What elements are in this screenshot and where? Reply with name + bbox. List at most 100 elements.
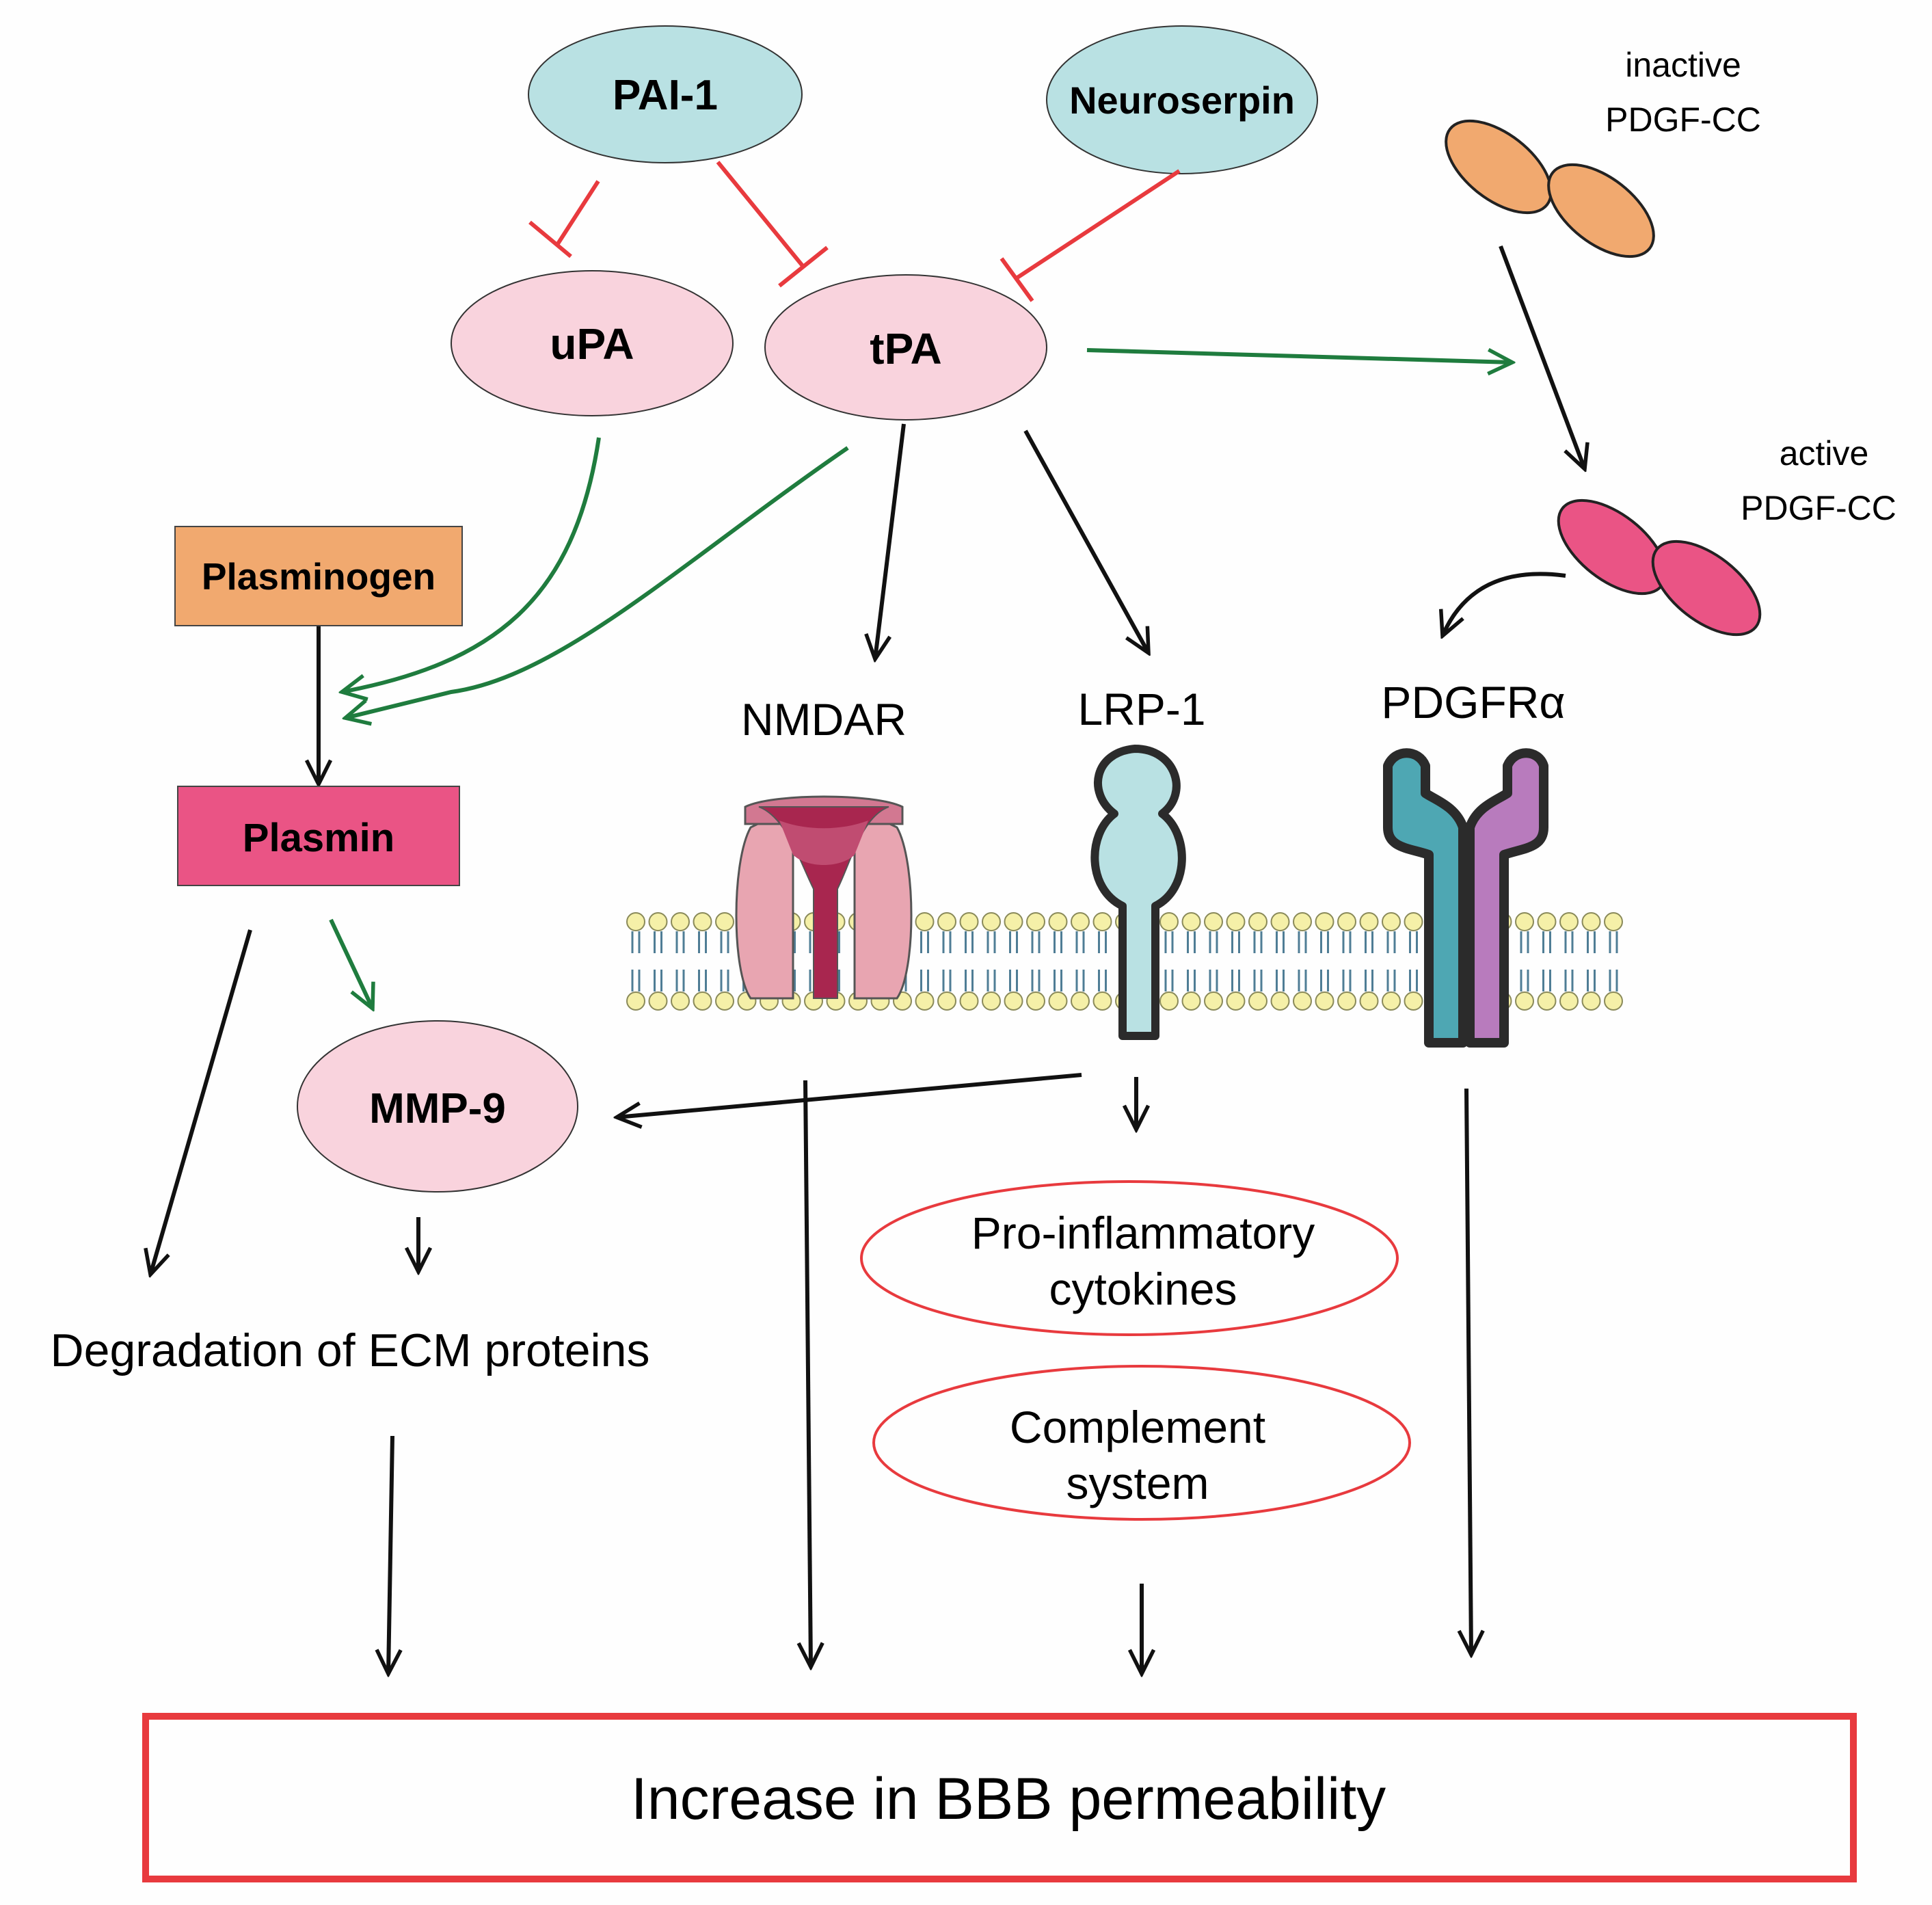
lipid-tail	[1009, 931, 1018, 991]
lipid-head	[1071, 912, 1090, 931]
lipid-head	[648, 991, 668, 1011]
pathway-arrows-bottom	[150, 929, 1471, 1674]
lipid-head	[1181, 991, 1201, 1011]
inactive-to-active-pdgf	[1499, 245, 1585, 469]
lipid-head	[1315, 912, 1334, 931]
complement-label-2: system	[1066, 1458, 1209, 1508]
lipid-head	[1404, 912, 1423, 931]
inactive-pdgf-label-2: PDGF-CC	[1605, 101, 1761, 139]
lipid-head	[1004, 912, 1023, 931]
lipid-head	[1026, 991, 1045, 1011]
lipid-tail	[1564, 931, 1574, 991]
lipid-tail	[698, 931, 707, 991]
lipid-head	[1204, 912, 1223, 931]
lipid-head	[1604, 912, 1623, 931]
lipid-head	[715, 991, 734, 1011]
cytokines-label-2: cytokines	[1049, 1264, 1237, 1314]
lipid-head	[1270, 912, 1290, 931]
tpa-to-lrp1	[1023, 429, 1149, 653]
lipid-head	[937, 991, 956, 1011]
tpa-label: tPA	[870, 324, 941, 373]
lipid-head	[671, 912, 690, 931]
neuroserpin-inhibits-tpa	[1014, 169, 1181, 281]
lrp1-label: LRP-1	[1077, 684, 1205, 734]
lipid-tail	[1609, 931, 1618, 991]
lipid-tail	[631, 931, 641, 991]
cytokines-node: Pro-inflammatory cytokines	[860, 1180, 1399, 1336]
lipid-tail	[965, 931, 974, 991]
inactive-pdgf-label-1: inactive	[1625, 46, 1741, 84]
lipid-head	[937, 912, 956, 931]
lipid-tail	[987, 931, 996, 991]
lipid-head	[959, 991, 979, 1011]
lipid-tail	[1365, 931, 1373, 991]
lipid-head	[715, 912, 734, 931]
plasminogen-box: Plasminogen	[174, 526, 463, 626]
lipid-head	[1293, 991, 1312, 1011]
lipid-head	[1581, 912, 1601, 931]
lipid-head	[1270, 991, 1290, 1011]
neuroserpin-label: Neuroserpin	[1069, 79, 1295, 122]
nmdar-to-bbb	[805, 1080, 811, 1667]
pai1-node: PAI-1	[528, 25, 803, 163]
lipid-head	[671, 991, 690, 1011]
lipid-tail	[942, 931, 952, 991]
lipid-head	[1515, 912, 1534, 931]
pai1-label: PAI-1	[613, 72, 718, 119]
lipid-head	[1315, 991, 1334, 1011]
ecm-degradation-label: Degradation of ECM proteins	[51, 1324, 650, 1376]
lipid-tail	[1231, 931, 1240, 991]
lipid-tail	[675, 931, 685, 991]
lipid-tail	[1320, 931, 1329, 991]
lipid-tail	[1520, 931, 1529, 991]
inhibition-lines	[528, 161, 1181, 302]
lipid-head	[1537, 912, 1557, 931]
complement-node: Complement system	[872, 1365, 1411, 1521]
tpa-to-plasmin	[345, 446, 849, 718]
plasmin-to-ecm	[150, 929, 252, 1275]
nmdar-label: NMDAR	[741, 694, 907, 745]
lipid-tail	[1098, 931, 1107, 991]
lipid-tail	[720, 931, 729, 991]
plasmin-label: Plasmin	[243, 816, 394, 860]
lipid-tail	[1587, 931, 1596, 991]
lipid-head	[1004, 991, 1023, 1011]
lipid-head	[1293, 912, 1312, 931]
plasmin-to-mmp9	[329, 918, 373, 1009]
mmp9-label: MMP-9	[369, 1085, 506, 1132]
lipid-head	[1226, 991, 1246, 1011]
lipid-tail	[1164, 931, 1174, 991]
upa-label: uPA	[550, 319, 634, 369]
pdgfra-label: PDGFRα	[1381, 677, 1565, 728]
pdgfra-to-bbb	[1466, 1088, 1471, 1655]
lipid-head	[1537, 991, 1557, 1011]
lipid-head	[1092, 912, 1112, 931]
pdgfra-receptor	[1383, 748, 1548, 1048]
tpa-activates-pdgf	[1086, 350, 1512, 362]
pai1-inhibits-upa	[555, 180, 600, 246]
lipid-tail	[1386, 931, 1396, 991]
upa-node: uPA	[451, 270, 734, 416]
lipid-head	[1382, 912, 1401, 931]
lipid-head	[1226, 912, 1246, 931]
pathway-arrows-top	[319, 245, 1585, 784]
lipid-head	[1181, 912, 1201, 931]
lipid-tail	[654, 931, 662, 991]
plasmin-box: Plasmin	[177, 786, 460, 886]
lipid-head	[1382, 991, 1401, 1011]
lipid-tail	[1409, 931, 1418, 991]
lipid-head	[982, 912, 1001, 931]
pai1-inhibits-tpa	[716, 161, 805, 268]
mmp9-node: MMP-9	[297, 1020, 578, 1193]
lipid-head	[959, 912, 979, 931]
tpa-to-nmdar	[875, 423, 906, 659]
lipid-tail	[1075, 931, 1085, 991]
lipid-head	[693, 991, 712, 1011]
lipid-tail	[1209, 931, 1218, 991]
complement-label-1: Complement	[1010, 1402, 1265, 1452]
lipid-tail	[1298, 931, 1307, 991]
lipid-tail	[1187, 931, 1196, 991]
nmdar-receptor	[735, 795, 913, 1000]
lipid-head	[1048, 912, 1068, 931]
